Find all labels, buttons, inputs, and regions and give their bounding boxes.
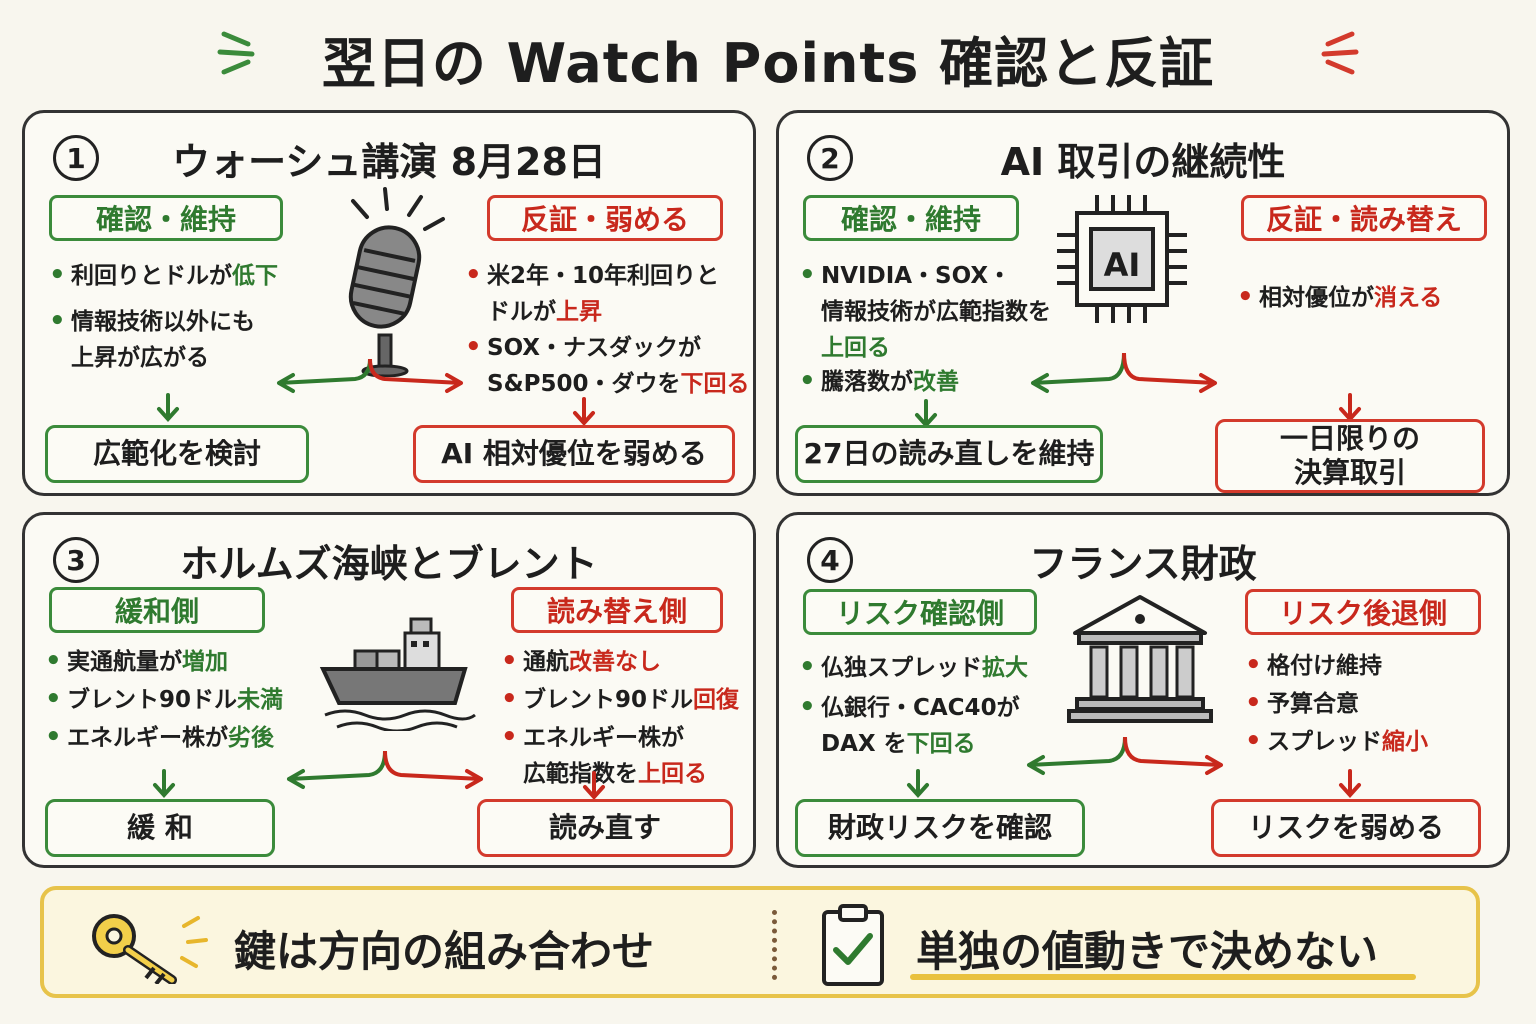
green-accent-icon [217,31,255,75]
branch-arrows [277,358,463,393]
ai-chip-icon [1057,195,1187,323]
bullet-yield-rise: •米2年・10年利回りと ドルが上昇 [465,260,720,325]
reinterpret-label: 反証・読み替え [1241,195,1487,241]
chip-label: AI [1103,246,1141,284]
branch-arrows [1031,353,1217,393]
result-weaken-ai: AI 相対優位を弱める [413,425,735,483]
panel-title: フランス財政 [1029,542,1257,586]
confirm-label: 確認・維持 [49,195,283,241]
footer-divider [772,910,778,980]
confirm-label: 確認・維持 [803,195,1019,241]
panel-hormuz-brent: 3 ホルムズ海峡とブレント 緩和側 読み替え側 •実通航量が増加 •ブレント90… [22,512,756,868]
footer-underline [910,974,1416,980]
microphone-icon [348,187,445,377]
reinterpret-label: 読み替え側 [511,587,723,633]
result-one-day-trade: 一日限りの 決算取引 [1215,419,1485,493]
down-arrow-red [573,397,595,426]
bullet-spread-widen: •仏独スプレッド拡大 [799,652,1028,682]
result-maintain-reading: 27日の読み直しを維持 [795,425,1103,483]
bullet-rating-kept: •格付け維持 [1245,650,1382,680]
page-title: 翌日の Watch Points 確認と反証 [0,18,1536,98]
bullet-advantage-gone: •相対優位が消える [1237,282,1443,312]
bullet-broadening: •情報技術以外にも 上昇が広がる [49,306,255,371]
bank-building-icon [1067,595,1213,723]
bullet-energy-outperform: •エネルギー株が 広範指数を上回る [501,722,707,787]
bullet-no-improvement: •通航改善なし [501,646,661,676]
down-arrow-green [153,769,175,798]
footer-key-text: 鍵は方向の組み合わせ [234,927,655,976]
panel-france-fiscal: 4 フランス財政 リスク確認側 リスク後退側 •仏独スプレッド拡大 •仏銀行・C… [776,512,1510,868]
easing-label: 緩和側 [49,587,265,633]
down-arrow-green [157,393,179,422]
bullet-breadth: •騰落数が改善 [799,366,959,396]
branch-arrows [1027,737,1223,775]
red-accent-icon [1321,31,1359,75]
panel-number: 4 [807,537,853,583]
title-text: 翌日の Watch Points 確認と反証 [321,31,1215,95]
bullet-banks-lag: •仏銀行・CAC40が DAX を下回る [799,692,1020,757]
panel-number: 3 [53,537,99,583]
down-arrow-red [1339,769,1361,798]
ship-icon [319,617,476,731]
panel-number: 1 [53,135,99,181]
bullet-nvidia-outperform: •NVIDIA・SOX・ 情報技術が広範指数を 上回る [799,260,1051,361]
result-broadening: 広範化を検討 [45,425,309,483]
bullet-brent-recovery: •ブレント90ドル回復 [501,684,740,714]
risk-retreat-label: リスク後退側 [1245,589,1481,635]
panel-ai-trade: 2 AI 取引の継続性 確認・維持 反証・読み替え •NVIDIA・SOX・ 情… [776,110,1510,496]
bullet-yield-drop: •利回りとドルが低下 [49,260,278,290]
result-reread: 読み直す [477,799,733,857]
bullet-budget-deal: •予算合意 [1245,688,1359,718]
bullet-brent-below: •ブレント90ドル未満 [45,684,284,714]
refute-label: 反証・弱める [487,195,723,241]
panel-title: ウォーシュ講演 8月28日 [172,140,606,184]
clipboard-check-icon [822,904,884,986]
footer-banner: 鍵は方向の組み合わせ 単独の値動きで決めない [40,886,1480,998]
footer-decision-text: 単独の値動きで決めない [916,927,1379,976]
result-easing: 緩 和 [45,799,275,857]
panel-title: ホルムズ海峡とブレント [180,542,598,586]
panel-title: AI 取引の継続性 [1000,140,1286,184]
down-arrow-red [583,771,605,800]
result-confirm-fiscal-risk: 財政リスクを確認 [795,799,1085,857]
risk-confirm-label: リスク確認側 [803,589,1037,635]
bullet-spread-narrow: •スプレッド縮小 [1245,726,1428,756]
down-arrow-green [907,769,929,798]
result-weaken-risk: リスクを弱める [1211,799,1481,857]
bullet-sox-lag: •SOX・ナスダックが S&P500・ダウを下回る [465,332,750,397]
branch-arrows [287,751,483,789]
bullet-energy-lag: •エネルギー株が劣後 [45,722,274,752]
panel-warsh-speech: 1 ウォーシュ講演 8月28日 確認・維持 反証・弱める •利回りとドルが低下 … [22,110,756,496]
bullet-traffic-up: •実通航量が増加 [45,646,228,676]
panel-number: 2 [807,135,853,181]
key-icon [92,914,208,984]
